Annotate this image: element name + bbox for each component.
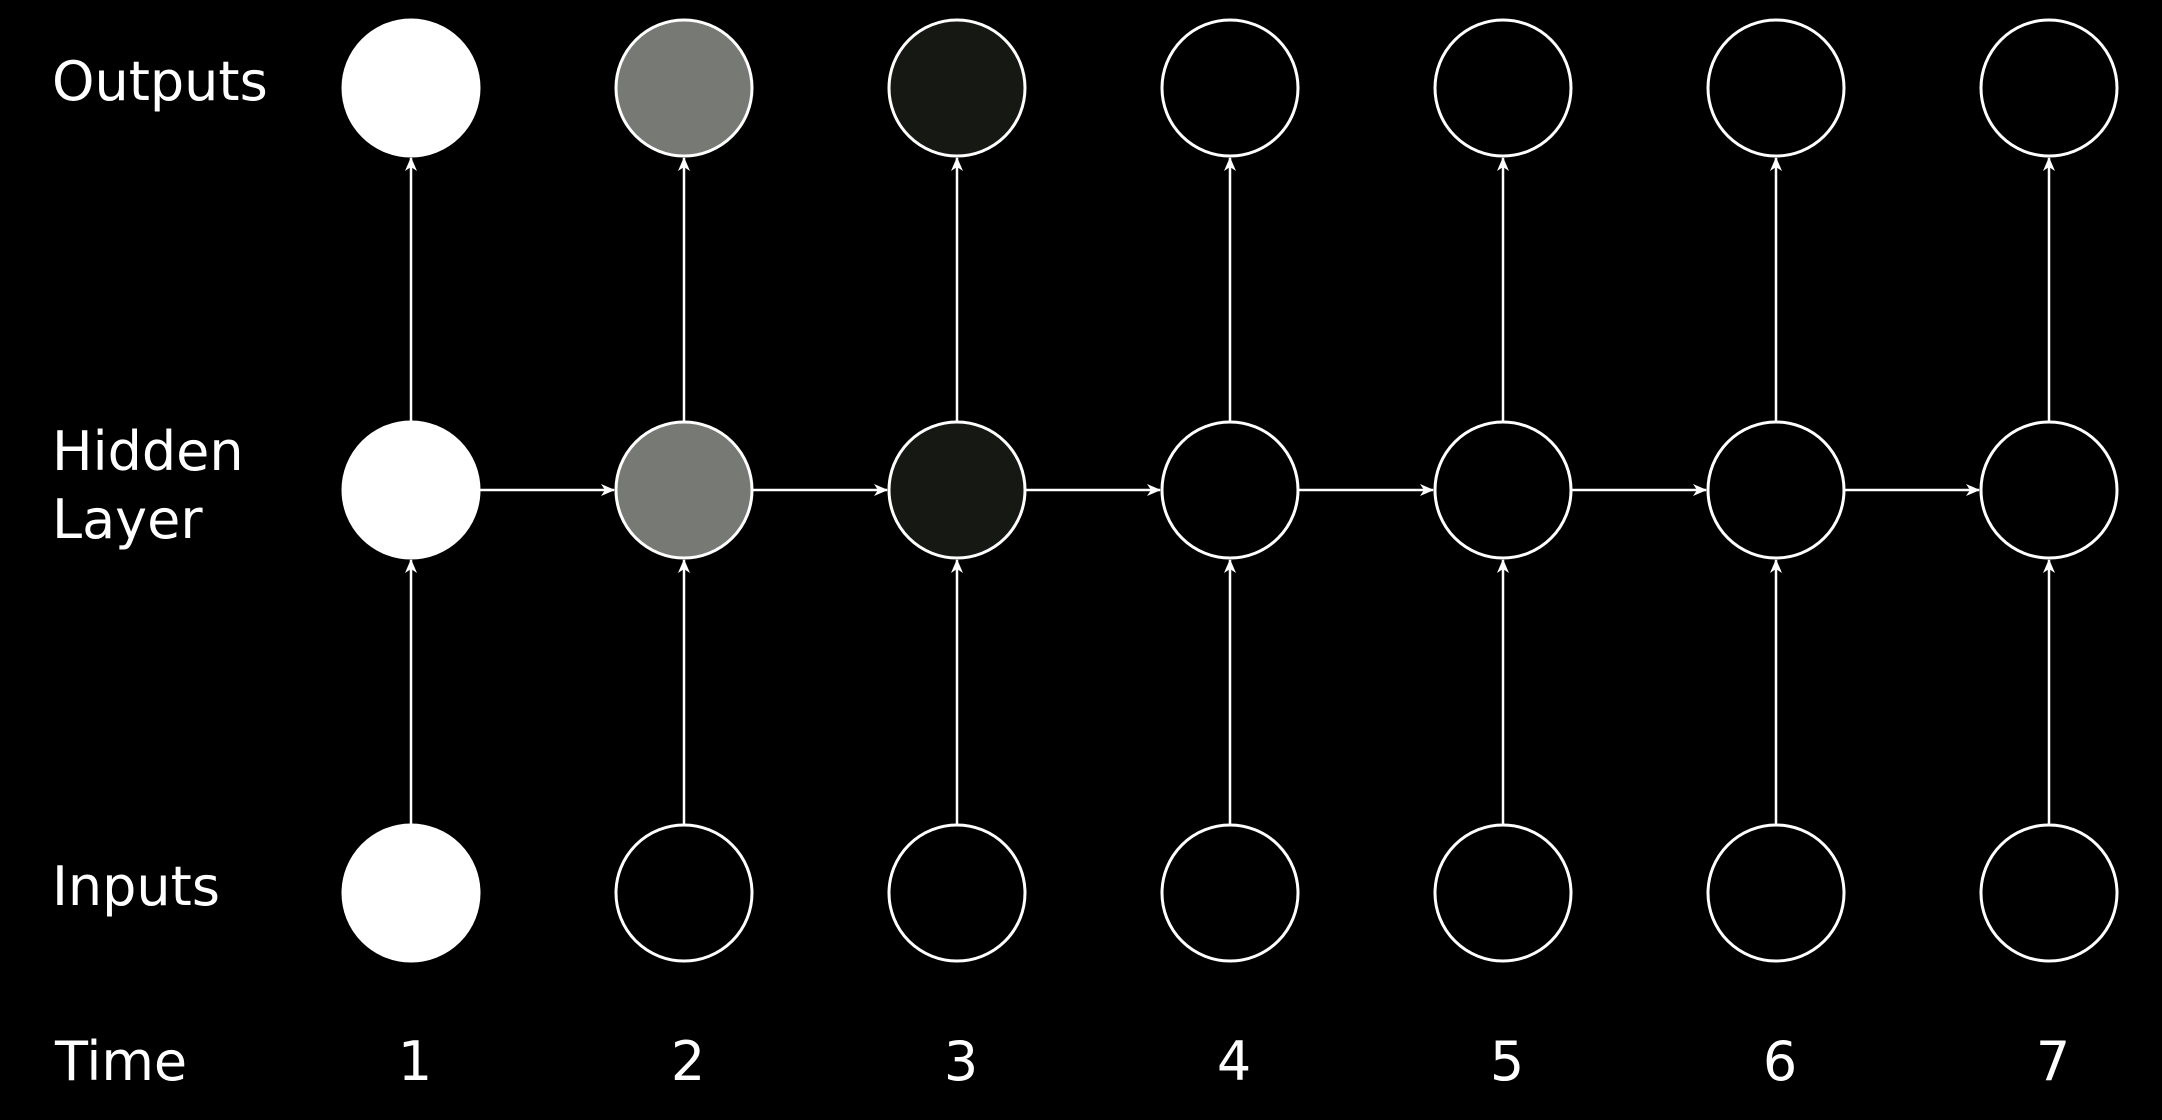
input-node-4	[1160, 823, 1300, 963]
time-step-label-3: 3	[944, 1030, 978, 1093]
time-step-label-4: 4	[1217, 1030, 1251, 1093]
time-step-label-2: 2	[671, 1030, 705, 1093]
nodes-group	[341, 18, 2119, 963]
hidden-node-6	[1706, 420, 1846, 560]
output-node-4	[1160, 18, 1300, 158]
time-ticks-group: 1 2 3 4 5 6 7	[398, 1030, 2070, 1093]
outputs-row-label: Outputs	[52, 50, 268, 113]
output-node-5	[1433, 18, 1573, 158]
hidden-node-3	[887, 420, 1027, 560]
hidden-node-5	[1433, 420, 1573, 560]
output-node-1	[341, 18, 481, 158]
inputs-row-label: Inputs	[52, 855, 220, 918]
input-node-5	[1433, 823, 1573, 963]
edges-group	[405, 157, 2055, 825]
input-node-3	[887, 823, 1027, 963]
input-node-2	[614, 823, 754, 963]
input-node-7	[1979, 823, 2119, 963]
time-step-label-6: 6	[1763, 1030, 1797, 1093]
time-step-label-1: 1	[398, 1030, 432, 1093]
hidden-node-7	[1979, 420, 2119, 560]
time-step-label-5: 5	[1490, 1030, 1524, 1093]
output-node-7	[1979, 18, 2119, 158]
output-node-3	[887, 18, 1027, 158]
time-step-label-7: 7	[2036, 1030, 2070, 1093]
hidden-row-label-line2: Layer	[52, 488, 203, 551]
input-node-6	[1706, 823, 1846, 963]
hidden-node-2	[614, 420, 754, 560]
hidden-node-4	[1160, 420, 1300, 560]
input-node-1	[341, 823, 481, 963]
time-row-label: Time	[54, 1030, 187, 1093]
output-node-6	[1706, 18, 1846, 158]
hidden-row-label-line1: Hidden	[52, 420, 244, 483]
output-node-2	[614, 18, 754, 158]
hidden-node-1	[341, 420, 481, 560]
